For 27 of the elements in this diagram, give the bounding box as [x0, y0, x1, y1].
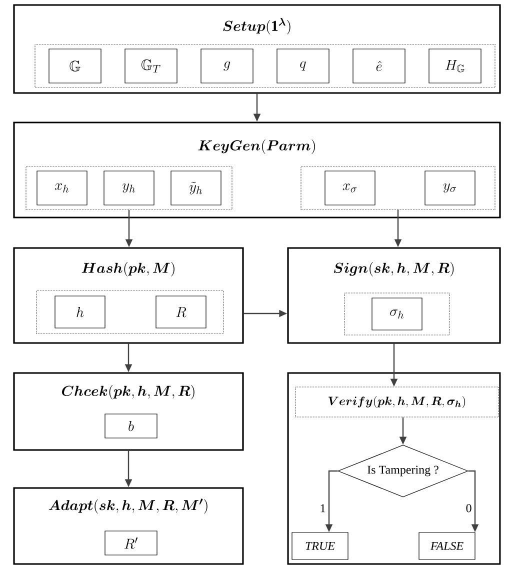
- parameter-box: $\mathbb{G}$: [48, 48, 102, 84]
- dotted-group-box: [26, 166, 232, 210]
- parameter-box: $b$: [104, 414, 158, 438]
- verify-box: $\boldsymbol{Verify}(\boldsymbol{pk},\boldsymbol{h},\boldsymbol{M},\boldsymbol{R},\boldsymbol{\sigma_h})$: [295, 386, 499, 418]
- parameter-box: $H_{\mathbb{G}}$: [428, 48, 482, 84]
- parameter-box: $\hat{e}$: [352, 48, 406, 84]
- dotted-group-box: [36, 290, 224, 334]
- parameter-box: $h$: [54, 296, 106, 328]
- edge-label: 1: [318, 503, 327, 514]
- result-box: TRUE: [292, 532, 348, 560]
- parameter-box: $R'$: [104, 530, 158, 556]
- dotted-group-box: [344, 292, 450, 336]
- parameter-box: $y_h$: [104, 170, 154, 206]
- parameter-box: $x_\sigma$: [324, 170, 376, 206]
- dotted-group-box: [300, 166, 496, 210]
- parameter-box: $q$: [276, 48, 330, 84]
- process-box: [287, 372, 501, 565]
- edge-label: 0: [464, 503, 473, 514]
- parameter-box: $\tilde{y}_h$: [170, 170, 222, 206]
- parameter-box: $y_\sigma$: [424, 170, 476, 206]
- dotted-group-box: [34, 44, 496, 88]
- parameter-box: $\sigma_h$: [372, 298, 422, 330]
- parameter-box: $\mathbb{G}_T$: [124, 48, 178, 84]
- parameter-box: $g$: [200, 48, 254, 84]
- parameter-box: $x_h$: [36, 170, 88, 206]
- result-box: FALSE: [418, 532, 476, 560]
- parameter-box: $R$: [156, 296, 206, 328]
